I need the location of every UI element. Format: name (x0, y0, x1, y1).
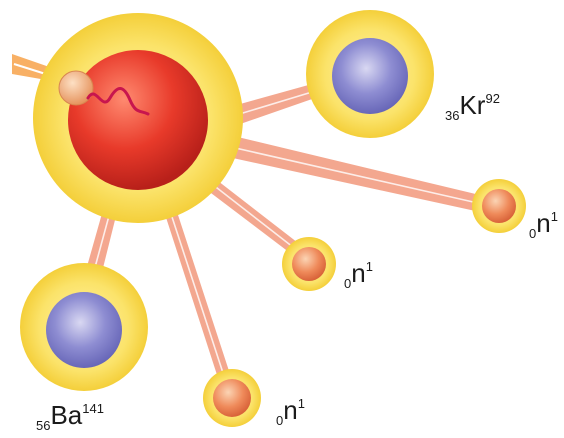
neutron-right (472, 179, 526, 233)
barium-mass-number: 141 (82, 401, 104, 416)
uranium-nucleus (33, 13, 243, 223)
barium-label: 56Ba141 (36, 402, 104, 432)
barium-symbol: Ba (50, 400, 82, 430)
neutron-middle-mass-number: 1 (366, 259, 373, 274)
neutron-bottom-label: 0n1 (276, 397, 305, 427)
neutron-middle (282, 237, 336, 291)
krypton-mass-number: 92 (485, 91, 499, 106)
neutron-right-symbol: n (536, 208, 550, 238)
neutron-right-label: 0n1 (529, 210, 558, 240)
krypton-nucleus (306, 10, 434, 138)
neutron-middle-label: 0n1 (344, 260, 373, 290)
neutron-bottom (203, 369, 261, 427)
barium-atomic-number: 56 (36, 418, 50, 433)
krypton-symbol: Kr (459, 90, 485, 120)
krypton-label: 36Kr92 (445, 92, 500, 122)
krypton-atomic-number: 36 (445, 108, 459, 123)
neutron-right-mass-number: 1 (551, 209, 558, 224)
incoming-neutron (59, 71, 93, 105)
neutron-middle-symbol: n (351, 258, 365, 288)
neutron-bottom-symbol: n (283, 395, 297, 425)
neutron-bottom-mass-number: 1 (298, 396, 305, 411)
barium-nucleus (20, 263, 148, 391)
